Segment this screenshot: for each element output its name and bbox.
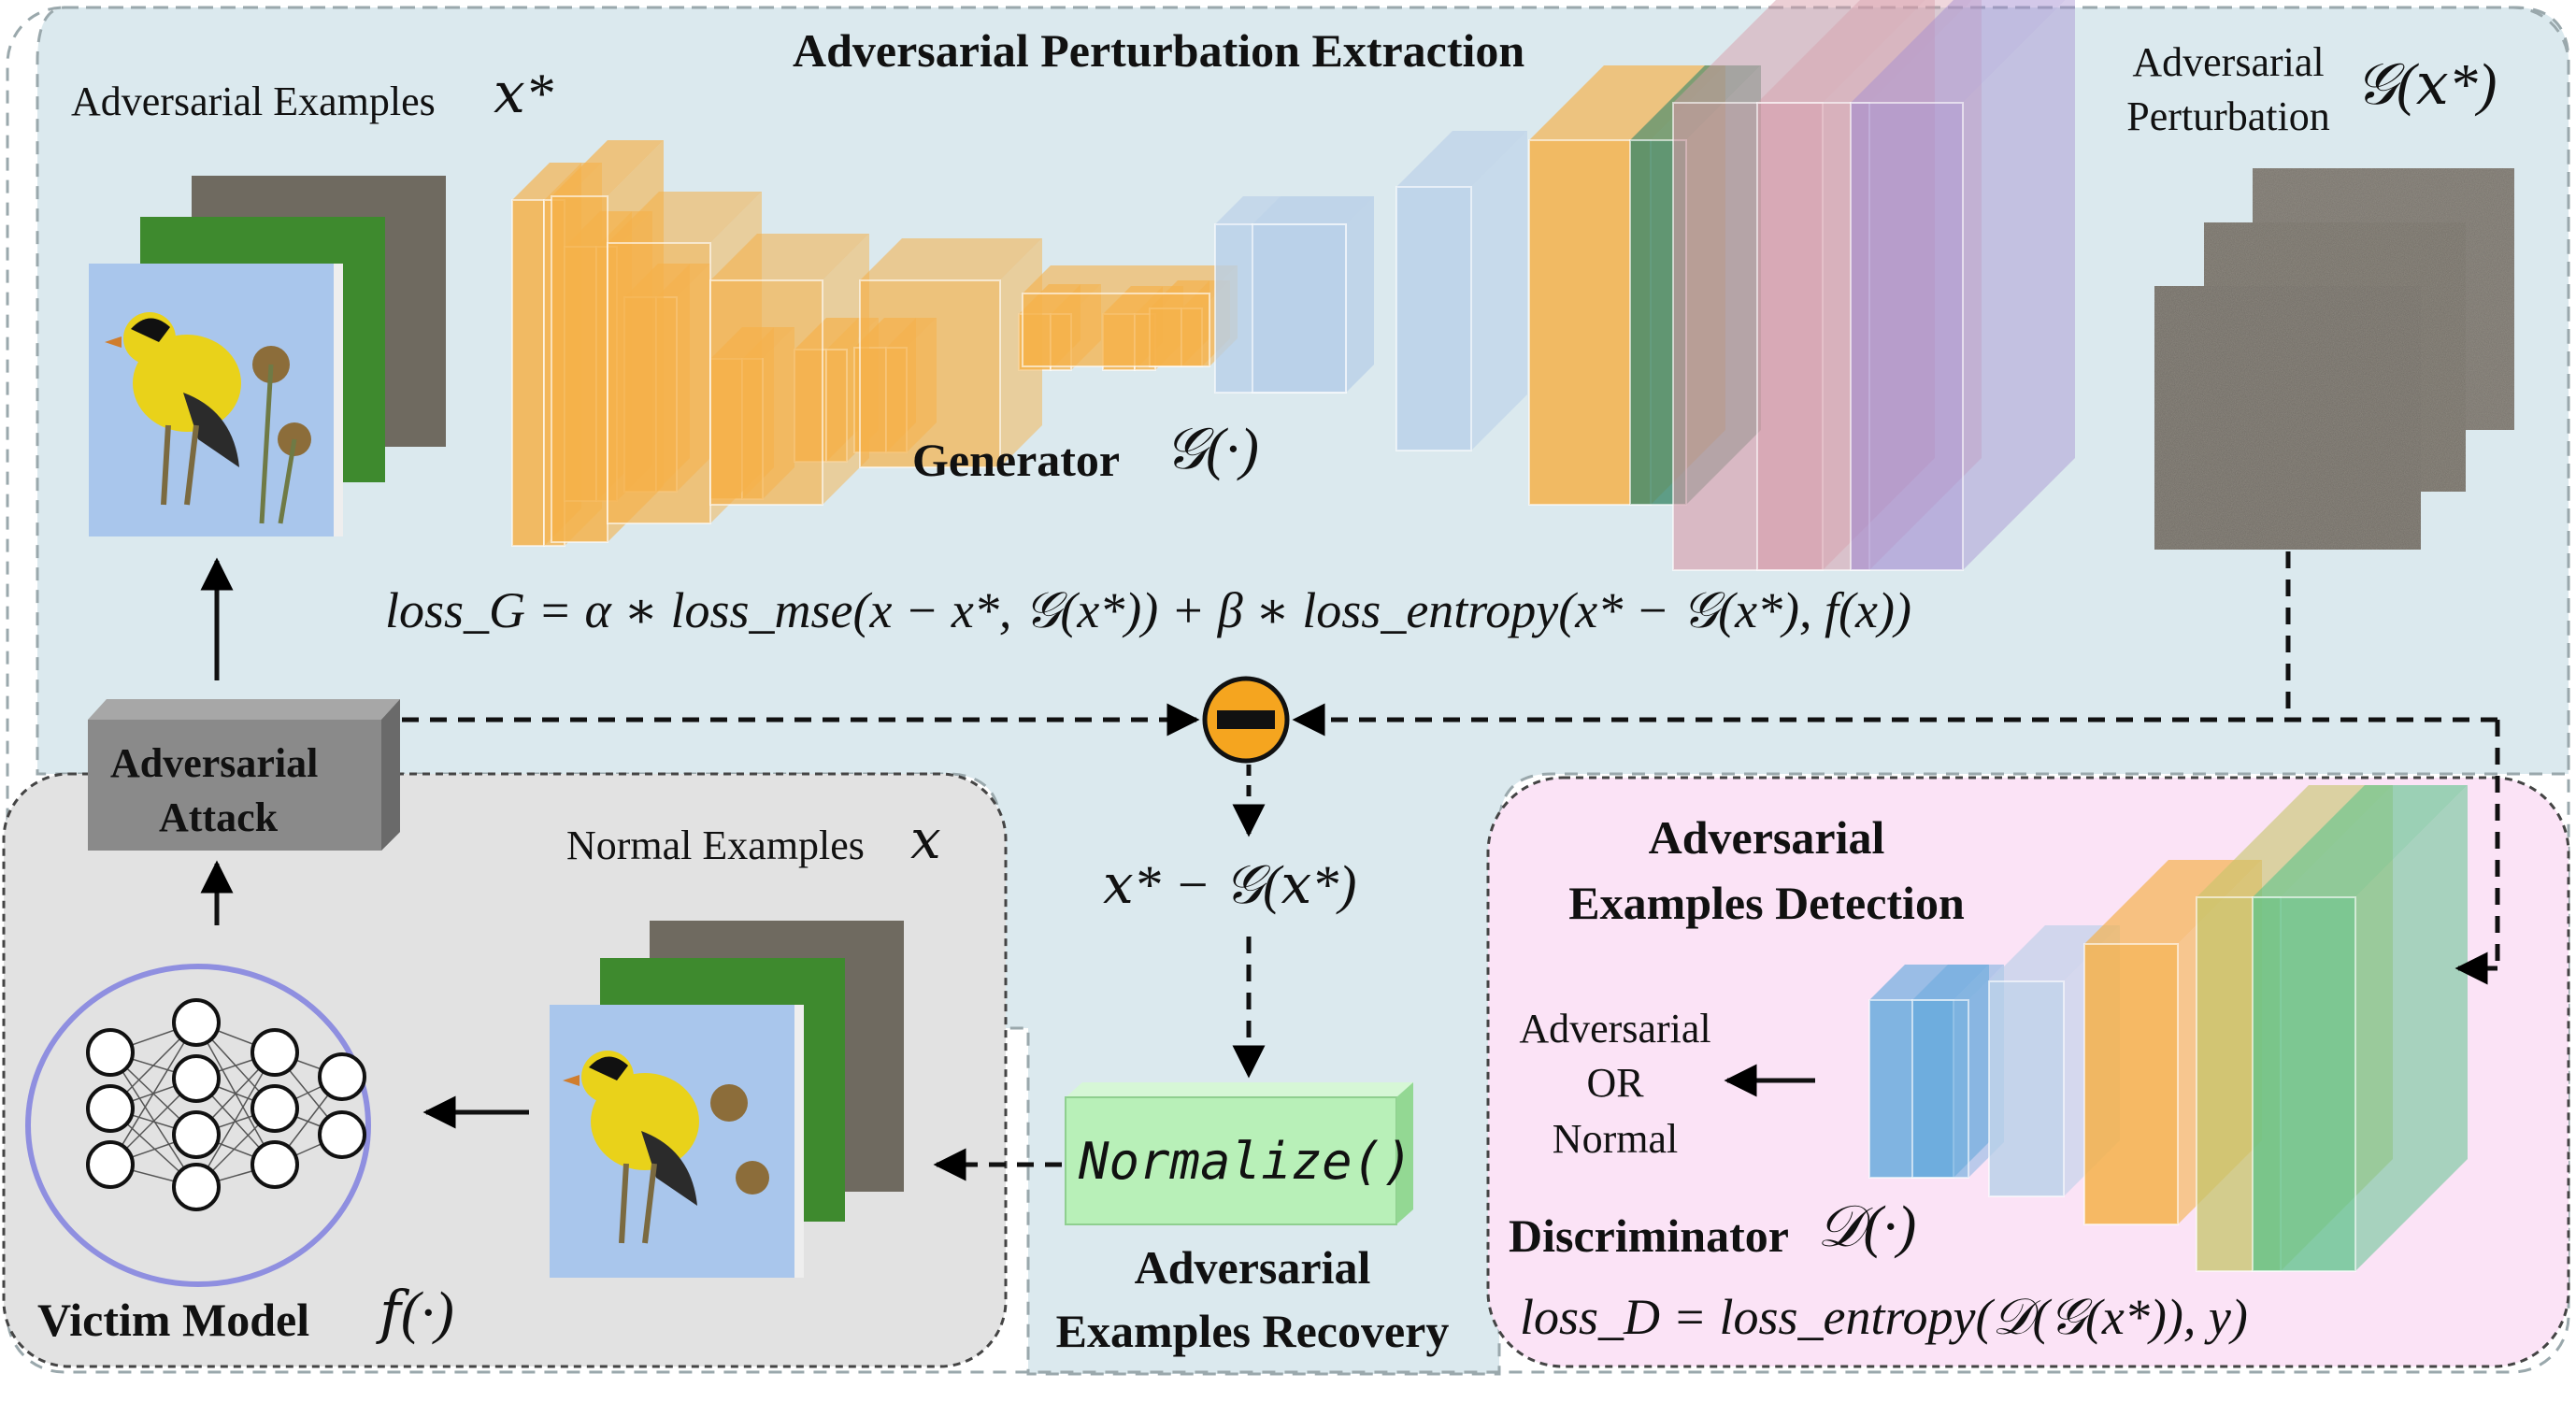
perturbation-label-line2: Perturbation — [2126, 93, 2330, 139]
normalize-label: Normalize() — [1079, 1132, 1413, 1191]
discriminator-symbol: 𝒟(·) — [1817, 1195, 1917, 1259]
generator-layer — [1395, 131, 1527, 451]
generator-layer — [1252, 196, 1374, 393]
adversarial-attack-line1: Adversarial — [110, 740, 319, 786]
network-node — [250, 1084, 299, 1133]
adversarial-examples-label: Adversarial Examples — [71, 79, 436, 124]
victim-model-label: Victim Model — [37, 1294, 310, 1346]
network-node — [250, 1140, 299, 1189]
output-label-line3: Normal — [1552, 1116, 1679, 1162]
network-node — [172, 1110, 221, 1159]
normal-examples-symbol: 𝑥 — [910, 809, 941, 870]
generator-layer — [1022, 265, 1238, 367]
extraction-title: Adversarial Perturbation Extraction — [793, 24, 1525, 77]
network-node — [86, 1140, 135, 1189]
adversarial-example-images — [89, 176, 446, 536]
network-node — [86, 1084, 135, 1133]
normal-examples-label: Normal Examples — [566, 823, 865, 868]
discriminator-network — [1868, 785, 2468, 1272]
network-node — [172, 998, 221, 1047]
network-node — [250, 1028, 299, 1077]
recovery-title-line1: Adversarial — [1134, 1241, 1371, 1294]
detection-title-line1: Adversarial — [1648, 811, 1885, 864]
adversarial-attack-line2: Attack — [159, 794, 279, 840]
loss-d-formula: loss_D = loss_entropy(𝒟(𝒢(x*)), y) — [1520, 1289, 2248, 1345]
network-node — [172, 1054, 221, 1103]
perturbation-symbol: 𝒢(𝑥*) — [2355, 53, 2497, 117]
generator-label: Generator — [912, 434, 1121, 486]
adversarial-attack-box — [88, 699, 400, 851]
recovery-title-line2: Examples Recovery — [1055, 1305, 1450, 1357]
victim-model-symbol: 𝑓(·) — [379, 1281, 454, 1345]
adversarial-examples-symbol: 𝑥* — [494, 63, 553, 124]
bird-icon — [563, 1051, 769, 1244]
network-node — [318, 1110, 366, 1159]
generator-layer — [709, 234, 869, 506]
connectors — [200, 551, 2500, 1181]
generator-network — [511, 0, 2075, 571]
generator-symbol: 𝒢(·) — [1165, 418, 1259, 481]
bird-icon — [105, 312, 311, 524]
output-label-line1: Adversarial — [1519, 1006, 1711, 1052]
normal-example-images — [550, 921, 904, 1278]
discriminator-label: Discriminator — [1509, 1209, 1789, 1262]
network-node — [86, 1028, 135, 1077]
outer-dashed-border — [6, 6, 2570, 1374]
loss-g-formula: loss_G = α ∗ loss_mse(x − x*, 𝒢(x*)) + β… — [385, 582, 1911, 638]
generator-layer — [1850, 0, 2075, 571]
difference-label: 𝑥* − 𝒢(𝑥*) — [1103, 854, 1357, 915]
minus-operator-icon — [1202, 676, 1290, 764]
discriminator-layer — [2252, 785, 2468, 1272]
network-node — [318, 1052, 366, 1101]
victim-network-icon — [25, 964, 371, 1287]
output-label-line2: OR — [1586, 1060, 1644, 1106]
detection-title-line2: Examples Detection — [1568, 877, 1965, 929]
network-node — [172, 1163, 221, 1211]
normalize-box — [1065, 1082, 1413, 1225]
perturbation-label-line1: Adversarial — [2132, 39, 2325, 85]
perturbation-images — [2154, 168, 2514, 550]
